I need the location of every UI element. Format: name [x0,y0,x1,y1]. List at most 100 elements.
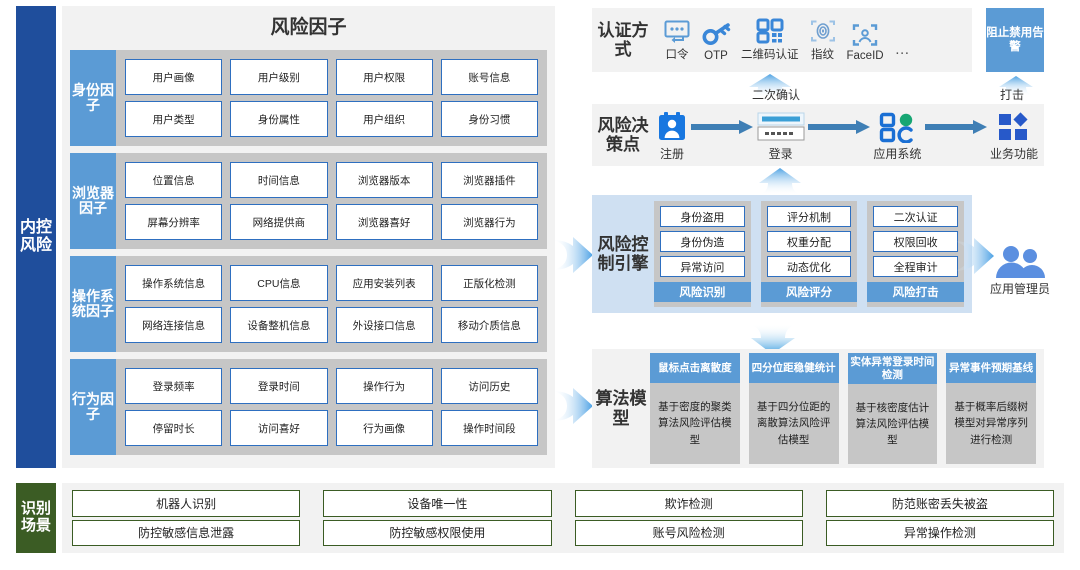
admin-node: 应用管理员 [990,245,1050,297]
scenario-cell[interactable]: 防控敏感信息泄露 [72,519,301,546]
scenario-grid: 机器人识别 设备唯一性 欺诈检测 防范账密丢失被盗 防控敏感信息泄露 防控敏感权… [62,483,1064,553]
factor-grid: 用户画像 用户级别 用户权限 账号信息 用户类型 身份属性 用户组织 身份习惯 [116,50,547,146]
factor-cell[interactable]: 网络连接信息 [125,307,223,343]
rail-internal-risk: 内控风险 [16,6,56,468]
algo-column[interactable]: 鼠标点击离散度 基于密度的聚类算法风险评估模型 [650,353,740,464]
engine-item[interactable]: 二次认证 [873,206,959,227]
decision-node-app-system[interactable]: 应用系统 [873,104,921,162]
auth-method-faceid[interactable]: FaceID [842,22,889,62]
scenario-cell[interactable]: 设备唯一性 [323,490,552,517]
engine-item[interactable]: 身份盗用 [660,206,745,227]
auth-method-password[interactable]: 口令 [658,18,696,62]
factor-cell[interactable]: 网络提供商 [230,204,328,240]
auth-more-ellipsis[interactable]: … [894,41,911,58]
engine-item[interactable]: 评分机制 [766,206,852,227]
scenario-cell[interactable]: 防控敏感权限使用 [323,519,552,546]
admin-label: 应用管理员 [990,282,1051,296]
factor-cell[interactable]: 访问喜好 [230,410,328,446]
engine-column-scoring: 评分机制 权重分配 动态优化 风险评分 [760,201,858,307]
scenario-cell[interactable]: 异常操作检测 [825,519,1054,546]
factor-cell[interactable]: 账号信息 [440,59,538,95]
factor-cell[interactable]: 停留时长 [125,410,223,446]
scenario-cell[interactable]: 机器人识别 [72,490,301,517]
secondary-confirm-arrow [735,74,805,98]
factor-cell[interactable]: 访问历史 [440,368,538,404]
engine-item[interactable]: 动态优化 [766,256,852,277]
login-form-icon [757,111,805,143]
algo-column[interactable]: 异常事件预期基线 基于概率后缀树模型对异常序列进行检测 [946,353,1036,464]
factor-cell[interactable]: 操作系统信息 [125,265,223,301]
factor-cell[interactable]: 移动介质信息 [440,307,538,343]
auth-method-label: 指纹 [811,49,834,61]
auth-method-list: 口令 OTP [654,18,972,62]
factor-cell[interactable]: 位置信息 [125,162,223,198]
engine-column-strike: 二次认证 权限回收 全程审计 风险打击 [867,201,965,307]
risk-control-engine-panel: 风险控制引擎 身份盗用 身份伪造 异常访问 风险识别 评分机制 权重分配 动态优… [592,195,972,313]
scenario-cell[interactable]: 账号风险检测 [574,519,803,546]
factor-cell[interactable]: 正版化检测 [440,265,538,301]
factor-cell[interactable]: 浏览器版本 [335,162,433,198]
factor-cell[interactable]: 登录时间 [230,368,328,404]
factor-cell[interactable]: 身份属性 [230,101,328,137]
factor-cell[interactable]: 行为画像 [335,410,433,446]
factor-cell[interactable]: 用户级别 [230,59,328,95]
business-function-icon [997,111,1031,143]
factor-cell[interactable]: 应用安装列表 [335,265,433,301]
auth-method-qrcode[interactable]: 二维码认证 [736,18,804,62]
scenario-cell[interactable]: 防范账密丢失被盗 [825,490,1054,517]
factor-cell[interactable]: 登录频率 [125,368,223,404]
algo-column[interactable]: 实体异常登录时间检测 基于核密度估计算法风险评估模型 [847,353,938,464]
key-icon [701,22,731,48]
engine-item[interactable]: 异常访问 [660,256,745,277]
engine-item[interactable]: 身份伪造 [660,231,745,252]
algo-column-head: 实体异常登录时间检测 [847,353,938,385]
engine-item[interactable]: 权重分配 [766,231,852,252]
engine-column-footer: 风险打击 [867,282,965,302]
auth-panel-title: 认证方式 [597,20,649,59]
scenario-cell[interactable]: 欺诈检测 [574,490,803,517]
algo-column-head: 四分位距稳健统计 [748,353,839,383]
decision-node-login[interactable]: 登录 [757,104,805,162]
secondary-confirm-label: 二次确认 [752,88,801,102]
strike-label: 打击 [1000,88,1025,102]
factor-cell[interactable]: 浏览器行为 [440,204,538,240]
block-disable-alarm-button[interactable]: 阻止禁用告警 [986,8,1044,72]
factor-cell[interactable]: 操作行为 [335,368,433,404]
engine-to-decision-arrow [745,168,815,195]
decision-node-business-function[interactable]: 业务功能 [990,104,1038,162]
engine-item[interactable]: 全程审计 [873,256,959,277]
engine-item[interactable]: 权限回收 [873,231,959,252]
factor-cell[interactable]: 用户组织 [335,101,433,137]
algo-columns: 鼠标点击离散度 基于密度的聚类算法风险评估模型 四分位距稳健统计 基于四分位距的… [650,349,1044,468]
risk-factors-panel: 风险因子 身份因子 用户画像 用户级别 用户权限 账号信息 用户类型 身份属性 … [62,6,555,468]
engine-column-footer: 风险识别 [654,282,751,302]
factor-cell[interactable]: 设备整机信息 [230,307,328,343]
factor-cell[interactable]: 用户类型 [125,101,223,137]
factor-cell[interactable]: 浏览器喜好 [335,204,433,240]
factor-cell[interactable]: 外设接口信息 [335,307,433,343]
factor-cell[interactable]: 用户权限 [335,59,433,95]
algo-column-head: 异常事件预期基线 [946,353,1036,383]
factor-cell[interactable]: CPU信息 [230,265,328,301]
factor-cell[interactable]: 浏览器插件 [440,162,538,198]
engine-panel-title: 风险控制引擎 [597,234,649,273]
factor-cell[interactable]: 屏幕分辨率 [125,204,223,240]
factor-cell[interactable]: 用户画像 [125,59,223,95]
decision-node-label: 登录 [768,147,793,161]
factor-grid: 操作系统信息 CPU信息 应用安装列表 正版化检测 网络连接信息 设备整机信息 … [116,256,547,352]
rail-scene: 识别场景 [16,483,56,553]
decision-node-label: 业务功能 [989,147,1038,161]
algo-column-body: 基于密度的聚类算法风险评估模型 [650,383,740,464]
auth-method-otp[interactable]: OTP [696,22,736,62]
decision-node-label: 应用系统 [873,147,922,161]
auth-method-fingerprint[interactable]: 指纹 [804,18,842,62]
factor-cell[interactable]: 身份习惯 [440,101,538,137]
factor-group-identity: 身份因子 用户画像 用户级别 用户权限 账号信息 用户类型 身份属性 用户组织 … [70,50,547,146]
algo-column[interactable]: 四分位距稳健统计 基于四分位距的离散算法风险评估模型 [748,353,839,464]
factor-cell[interactable]: 操作时间段 [440,410,538,446]
factor-group-browser: 浏览器因子 位置信息 时间信息 浏览器版本 浏览器插件 屏幕分辨率 网络提供商 … [70,153,547,249]
auth-method-label: FaceID [846,50,884,62]
decision-node-register[interactable]: 注册 [656,104,688,162]
flow-arrow [805,104,874,166]
factor-cell[interactable]: 时间信息 [230,162,328,198]
